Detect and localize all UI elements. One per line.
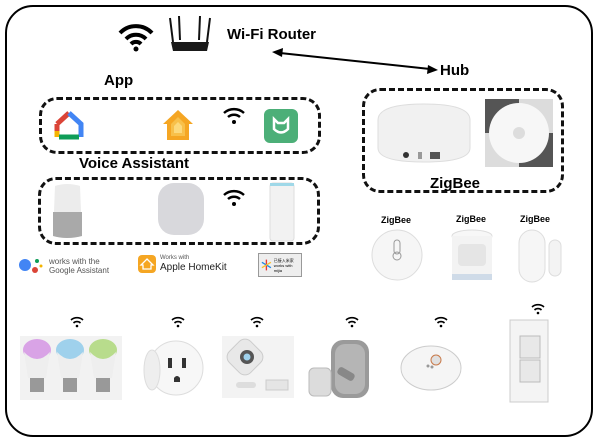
wifi-icon: [531, 303, 545, 315]
xiaomi-gateway-icon: [485, 99, 553, 167]
zigbee-label: ZigBee: [456, 214, 487, 224]
router-label: Wi-Fi Router: [227, 26, 317, 43]
wifi-icon: [223, 190, 245, 206]
hub-label: Hub: [440, 62, 470, 79]
homepod-icon: [158, 183, 204, 235]
mijia-icon: [261, 259, 272, 271]
google-home-app-icon: [54, 111, 84, 140]
apple-home-app-icon: [163, 110, 193, 140]
google-home-speaker-icon: [53, 184, 82, 238]
hue-bulbs-icon: [20, 336, 122, 400]
wifi-icon: [118, 24, 154, 52]
smart-plug-icon: [143, 340, 204, 396]
smart-hub-icon: [377, 103, 471, 163]
apple-homekit-badge: Works with Apple HomeKit: [138, 255, 227, 273]
homekit-icon: [138, 255, 156, 273]
wifi-icon: [70, 316, 84, 328]
hub-group-box: [362, 88, 564, 193]
voice-group-label: Voice Assistant: [79, 155, 190, 172]
router-hub-arrow: [272, 48, 438, 74]
zigbee-label: ZigBee: [520, 214, 551, 224]
security-camera-icon: [222, 336, 294, 398]
wifi-icon: [345, 316, 359, 328]
xiaomi-speaker-icon: [269, 182, 295, 242]
wifi-icon: [223, 108, 245, 124]
wifi-icon: [250, 316, 264, 328]
wifi-router-icon: [169, 16, 211, 51]
app-group-box: [39, 97, 321, 154]
temperature-sensor-icon: [371, 229, 423, 281]
mi-home-app-icon: [264, 109, 298, 143]
wifi-icon: [434, 316, 448, 328]
diagram-frame: [5, 5, 593, 437]
smart-lock-icon: [308, 340, 369, 398]
app-group-label: App: [104, 72, 134, 89]
hub-group-label: ZigBee: [430, 175, 481, 192]
wall-switch-icon: [509, 319, 549, 403]
voice-group-box: [38, 177, 320, 245]
google-assistant-badge: works with the Google Assistant: [18, 256, 109, 276]
google-assistant-icon: [19, 259, 43, 273]
robot-vacuum-icon: [400, 345, 462, 391]
wifi-icon: [171, 316, 185, 328]
motion-sensor-icon: [451, 229, 493, 280]
door-sensor-icon: [518, 229, 562, 283]
zigbee-label: ZigBee: [381, 215, 412, 225]
mijia-badge: 已接入米家 works with mijia: [258, 253, 302, 277]
